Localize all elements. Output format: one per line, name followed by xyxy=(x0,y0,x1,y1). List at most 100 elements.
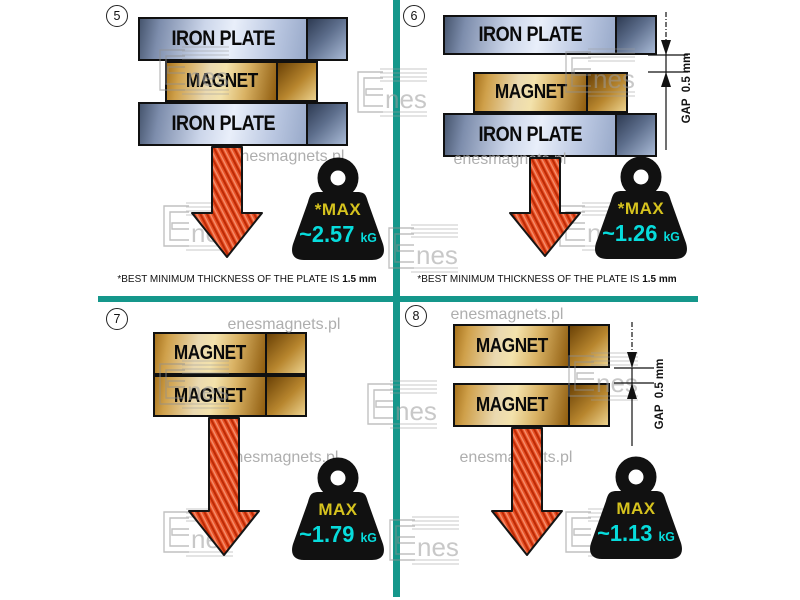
enes-logo-watermark: nes xyxy=(357,68,427,117)
panel-number-badge: 6 xyxy=(403,5,425,27)
gap-size-label: GAP 0.5 mm xyxy=(681,52,693,124)
enes-logo-watermark: nes xyxy=(388,224,458,273)
weight-body xyxy=(292,492,384,560)
iron-plate-side-face xyxy=(306,19,346,59)
weight-body xyxy=(292,192,384,260)
magnet-front: MAGNET xyxy=(455,326,568,366)
dim-arrow-up xyxy=(661,72,671,87)
watermark-site-text: enesmagnets.pl xyxy=(227,316,341,333)
magnet-bar: MAGNET xyxy=(153,375,307,417)
iron-plate-side-face xyxy=(306,104,346,144)
panel-number-badge: 7 xyxy=(106,308,128,330)
weight-unit: kG xyxy=(663,229,680,244)
enes-logo-watermark: nes xyxy=(389,516,459,565)
enes-logo-watermark: nes xyxy=(159,46,229,95)
magnet-label: MAGNET xyxy=(475,334,548,357)
iron-plate-side-face xyxy=(615,115,655,155)
note-text: *BEST MINIMUM THICKNESS OF THE PLATE IS xyxy=(417,273,640,285)
dim-arrow-down xyxy=(661,40,671,55)
dim-arrow-up xyxy=(627,383,637,399)
iron-plate-side-face xyxy=(615,17,655,53)
enes-logo-nes-text: nes xyxy=(395,396,437,426)
enes-logo-nes-text: nes xyxy=(187,62,229,92)
iron-plate-label: IRON PLATE xyxy=(478,123,582,146)
horizontal-divider xyxy=(98,296,698,302)
magnet-label: MAGNET xyxy=(174,342,246,364)
magnet-label: MAGNET xyxy=(174,384,246,407)
weight-kettlebell: *MAX ~1.26 kG xyxy=(593,155,689,261)
pull-force-arrow xyxy=(191,146,263,258)
weight-ring xyxy=(317,457,359,499)
weight-shape xyxy=(590,456,682,559)
note-text: *BEST MINIMUM THICKNESS OF THE PLATE IS xyxy=(117,273,340,285)
panel-number-badge: 5 xyxy=(106,5,128,27)
weight-kettlebell: MAX ~1.13 kG xyxy=(588,455,684,561)
magnet-front: MAGNET xyxy=(475,74,586,111)
weight-value: ~1.79 kG xyxy=(292,521,383,548)
gap-size-label: GAP 0.5 mm xyxy=(654,358,666,430)
weight-max-label: *MAX xyxy=(617,199,665,218)
iron-plate-front: IRON PLATE xyxy=(140,104,306,144)
weight-value: ~1.26 kG xyxy=(595,220,686,247)
magnet-front: MAGNET xyxy=(155,334,265,373)
weight-ring xyxy=(615,456,657,498)
gap-dimension-lines xyxy=(614,322,654,446)
magnet-bar: MAGNET xyxy=(153,332,307,375)
iron-plate-label: IRON PLATE xyxy=(478,23,582,46)
weight-unit: kG xyxy=(360,530,377,545)
enes-logo-nes-text: nes xyxy=(593,64,635,94)
magnet-label: MAGNET xyxy=(494,81,567,103)
panel-number-badge: 8 xyxy=(405,305,427,327)
weight-unit: kG xyxy=(658,529,675,544)
magnet-side-face xyxy=(265,334,305,373)
iron-plate-bar: IRON PLATE xyxy=(138,102,348,146)
enes-logo-nes-text: nes xyxy=(187,376,229,406)
pull-force-arrow xyxy=(188,417,260,556)
magnet-side-face xyxy=(568,385,608,425)
weight-shape xyxy=(292,157,384,260)
weight-ring xyxy=(317,157,359,199)
magnet-side-face xyxy=(265,377,305,415)
magnet-label: MAGNET xyxy=(185,70,258,92)
weight-max-label: *MAX xyxy=(314,200,362,219)
iron-plate-bar: IRON PLATE xyxy=(443,15,657,55)
enes-logo-watermark: nes xyxy=(565,48,635,97)
enes-logo-nes-text: nes xyxy=(416,240,458,270)
weight-number: ~1.79 xyxy=(299,521,355,547)
magnet-bar: MAGNET xyxy=(453,383,610,427)
watermark-site-text: enesmagnets.pl xyxy=(225,449,339,466)
weight-shape xyxy=(595,156,687,259)
magnet-front: MAGNET xyxy=(455,385,568,425)
iron-plate-front: IRON PLATE xyxy=(445,115,615,155)
plate-thickness-note: *BEST MINIMUM THICKNESS OF THE PLATE IS … xyxy=(105,273,390,285)
weight-kettlebell: MAX ~1.79 kG xyxy=(290,456,386,562)
weight-unit: kG xyxy=(360,230,377,245)
magnet-side-face xyxy=(276,63,316,100)
weight-body xyxy=(595,191,687,259)
iron-plate-label: IRON PLATE xyxy=(171,27,275,50)
iron-plate-bar: IRON PLATE xyxy=(138,17,348,61)
weight-number: ~1.26 xyxy=(602,220,658,246)
enes-logo-nes-text: nes xyxy=(385,84,427,114)
iron-plate-bar: IRON PLATE xyxy=(443,113,657,157)
magnet-front: MAGNET xyxy=(155,377,265,415)
pull-force-arrow xyxy=(509,157,581,257)
magnet-side-face xyxy=(568,326,608,366)
weight-kettlebell: *MAX ~2.57 kG xyxy=(290,156,386,262)
pull-force-arrow xyxy=(491,427,563,556)
note-bold-value: 1.5 mm xyxy=(642,273,677,285)
weight-ring xyxy=(620,156,662,198)
watermark-site-text: enesmagnets.pl xyxy=(231,148,345,165)
weight-max-label: MAX xyxy=(616,499,656,518)
enes-logo-watermark: nes xyxy=(159,360,229,409)
watermark-site-text: enesmagnets.pl xyxy=(450,306,564,323)
iron-plate-front: IRON PLATE xyxy=(140,19,306,59)
enes-logo-nes-text: nes xyxy=(417,532,459,562)
iron-plate-front: IRON PLATE xyxy=(445,17,615,53)
gap-dimension-lines xyxy=(648,12,688,150)
weight-shape xyxy=(292,457,384,560)
magnet-label: MAGNET xyxy=(475,393,548,416)
magnet-bar: MAGNET xyxy=(453,324,610,368)
enes-logo-watermark: nes xyxy=(367,380,437,429)
